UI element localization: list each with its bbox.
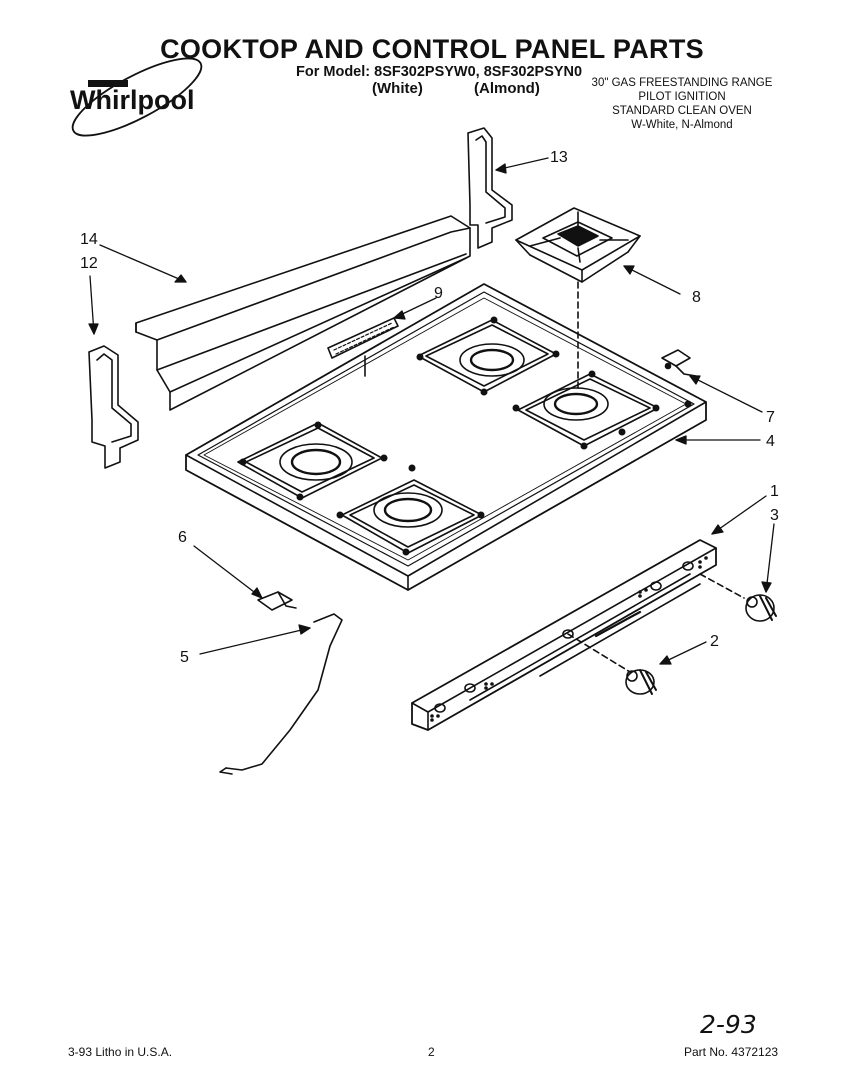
brand-wordmark: Whirlpool [70, 85, 194, 115]
nameplate-part-9 [327, 317, 399, 359]
model-white-label: (White) [372, 80, 423, 97]
whirlpool-logo: Whirlpool [70, 57, 203, 137]
callout-14: 14 [80, 231, 98, 248]
callout-5: 5 [180, 649, 189, 666]
footer-page-number: 2 [428, 1045, 435, 1059]
burner-grate-part-8 [515, 207, 641, 283]
callout-8: 8 [692, 289, 701, 306]
valve-clip-part-7 [661, 349, 697, 377]
end-cap-part-12 [88, 345, 139, 469]
clip-part-6 [257, 591, 297, 611]
callout-13: 13 [550, 149, 568, 166]
spec-block: 30" GAS FREESTANDING RANGE PILOT IGNITIO… [552, 76, 812, 132]
model-almond-label: (Almond) [474, 80, 540, 97]
callout-2: 2 [710, 633, 719, 650]
spec-line-2: PILOT IGNITION [638, 91, 726, 103]
footer-part-number: Part No. 4372123 [684, 1045, 779, 1059]
wire-lead-part-5 [219, 613, 343, 775]
spec-line-1: 30" GAS FREESTANDING RANGE [591, 77, 773, 89]
callout-9: 9 [434, 285, 443, 302]
footer-litho: 3-93 Litho in U.S.A. [68, 1045, 173, 1059]
spec-line-3: STANDARD CLEAN OVEN [612, 105, 752, 117]
page-title: COOKTOP AND CONTROL PANEL PARTS [160, 34, 704, 64]
backguard-trim-part-14 [135, 215, 471, 411]
callout-1: 1 [770, 483, 779, 500]
model-line: For Model: 8SF302PSYW0, 8SF302PSYN0 [296, 64, 583, 80]
callout-6: 6 [178, 529, 187, 546]
callout-3: 3 [770, 507, 779, 524]
control-panel-part-1 [411, 539, 717, 731]
callout-4: 4 [766, 433, 775, 450]
callout-leaders [88, 157, 775, 665]
callout-12: 12 [80, 255, 98, 272]
cooktop-screws [239, 316, 692, 556]
handwritten-date: 2-93 [700, 1010, 757, 1039]
control-knob-part-2 [567, 633, 657, 695]
end-cap-part-13 [467, 127, 513, 249]
callout-7: 7 [766, 409, 775, 426]
spec-line-4: W-White, N-Almond [631, 119, 733, 131]
cooktop-part-4 [185, 283, 707, 591]
callout-numbers: 14 12 13 9 8 7 4 1 3 2 6 5 [80, 149, 779, 666]
control-knob-part-3 [699, 573, 777, 622]
